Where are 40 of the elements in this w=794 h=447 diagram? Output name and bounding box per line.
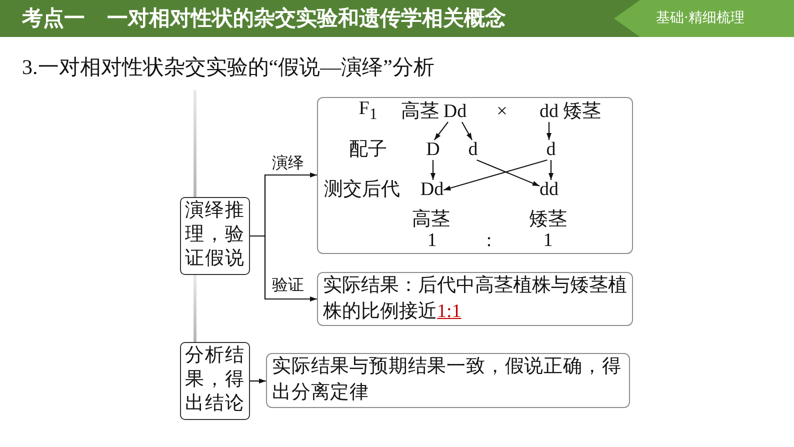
header-title: 一对相对性状的杂交实验和遗传学相关概念 — [107, 7, 506, 30]
arrow — [434, 122, 448, 140]
arrow — [462, 122, 473, 140]
ratio-text: 1 — [427, 231, 437, 251]
edge-label: 演绎 — [272, 155, 304, 173]
arrow — [476, 160, 540, 186]
phenotype-label: 矮茎 — [529, 210, 567, 230]
arrow — [443, 159, 548, 191]
gamete-text: D — [426, 140, 440, 160]
generation-label: 测交后代 — [324, 180, 400, 200]
arrow — [250, 235, 317, 302]
arrow — [430, 160, 436, 180]
genotype-text: Dd — [420, 180, 444, 200]
header-label: 考点一 — [22, 7, 85, 30]
phenotype-label: 高茎 — [412, 210, 450, 230]
generation-label: 配子 — [349, 140, 387, 160]
gamete-text: d — [546, 140, 556, 160]
phenotype-label: 高茎 — [401, 102, 439, 122]
arrow — [250, 378, 266, 384]
cross-sign: × — [496, 102, 508, 122]
ratio-text: : — [486, 231, 492, 251]
step-box: 演绎推理，验证假说 — [180, 197, 250, 275]
arrow — [548, 160, 554, 180]
arrow — [546, 122, 552, 140]
section-heading: 3.一对相对性状杂交实验的“假说—演绎”分析 — [22, 55, 434, 79]
conclusion-box: 实际结果与预期结果一致，假说正确，得出分离定律 — [266, 353, 630, 408]
genotype-text: Dd — [443, 102, 467, 122]
phenotype-label: 矮茎 — [563, 102, 601, 122]
cross-diagram-box — [317, 97, 633, 254]
genotype-text: dd — [540, 102, 558, 122]
ratio-text: 1 — [543, 231, 553, 251]
connector-line — [194, 90, 196, 197]
step-box: 分析结果，得出结论 — [180, 342, 250, 420]
section-tab: 基础·精细梳理 — [614, 0, 794, 37]
generation-label: F$_{1}$ — [358, 99, 378, 125]
genotype-text: dd — [540, 180, 558, 200]
connector-line — [194, 275, 196, 342]
result-box: 实际结果：后代中高茎植株与矮茎植株的比例接近1:1 — [317, 272, 633, 326]
edge-label: 验证 — [272, 277, 304, 295]
gamete-text: d — [468, 140, 478, 160]
